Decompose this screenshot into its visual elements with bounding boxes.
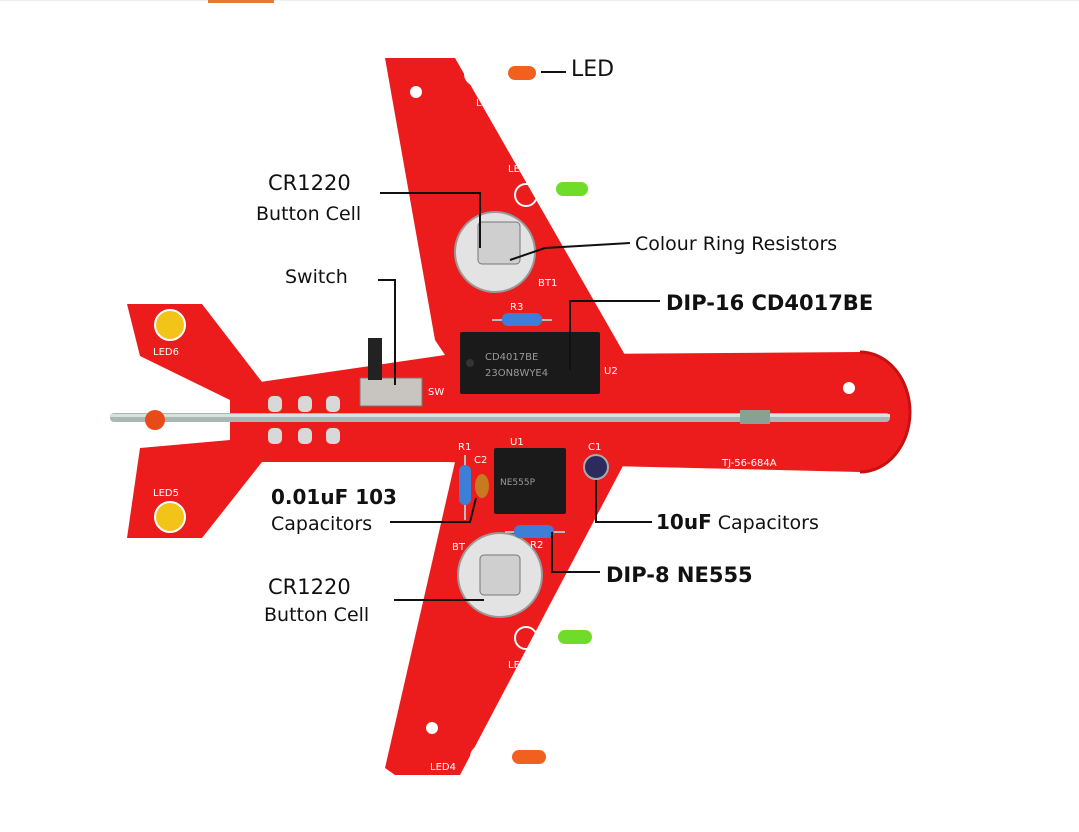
pcb-bottom-wing (385, 462, 625, 775)
label-cap103-2: Capacitors (271, 513, 372, 535)
silk-u1: U1 (510, 437, 524, 448)
silk-c1: C1 (588, 442, 601, 453)
label-10uf-value: 10uF (656, 510, 712, 534)
silk-bt: BT (452, 542, 466, 553)
led2: LED2 (508, 164, 588, 207)
dip8-chip: NE555P U1 (494, 437, 566, 514)
silk-led6: LED6 (153, 347, 179, 358)
battery-holder-top: BT1 (454, 211, 557, 293)
led3: LED3 (508, 626, 592, 671)
label-cap103-1: 0.01uF 103 (271, 485, 397, 509)
chip16-marking-1: CD4017BE (485, 352, 538, 363)
silk-led4: LED4 (430, 762, 456, 773)
silk-r3: R3 (510, 302, 523, 313)
top-rule (0, 0, 1079, 1)
label-dip8: DIP-8 NE555 (606, 563, 753, 587)
silk-led5: LED5 (153, 488, 179, 499)
silk-c2: C2 (474, 455, 487, 466)
pcb-tail-top (127, 304, 262, 400)
silk-u2: U2 (604, 366, 618, 377)
label-cr1220-top-1: CR1220 (268, 171, 351, 195)
led1: LED1 (464, 62, 536, 109)
capacitor-c2: C2 (474, 455, 489, 498)
silk-bt1: BT1 (538, 278, 557, 289)
dip16-chip: CD4017BE 23ON8WYE4 U2 (460, 332, 618, 394)
led5: LED5 (153, 488, 186, 533)
slide-switch: SW (359, 338, 444, 407)
wire-pads (268, 396, 340, 444)
label-led: LED (571, 57, 614, 82)
resistor-r2: R2 (505, 525, 565, 551)
led6: LED6 (153, 309, 186, 358)
mount-hole (426, 722, 438, 734)
mount-hole (843, 382, 855, 394)
capacitor-c1: C1 (583, 442, 609, 480)
pcb-tail-bottom (127, 440, 262, 538)
chip8-marking: NE555P (500, 478, 536, 488)
led4: LED4 (430, 745, 546, 773)
label-cr1220-bottom-1: CR1220 (268, 575, 351, 599)
chip16-marking-2: 23ON8WYE4 (485, 368, 548, 379)
label-cr1220-top-2: Button Cell (256, 203, 361, 225)
accent-bar (208, 0, 274, 3)
callout-labels: LED CR1220 Button Cell Colour Ring Resis… (256, 57, 873, 626)
pcb-top-wing (385, 58, 625, 355)
silk-led1: LED1 (476, 98, 502, 109)
silk-led3: LED3 (508, 660, 534, 671)
silk-sw: SW (428, 387, 444, 398)
label-colour-ring-resistors: Colour Ring Resistors (635, 233, 837, 255)
silk-led2: LED2 (508, 164, 534, 175)
battery-holder-bottom: BT (452, 532, 543, 618)
leader-lines (378, 71, 660, 601)
label-dip16: DIP-16 CD4017BE (666, 291, 873, 315)
spindle-rod (110, 410, 890, 430)
label-cr1220-bottom-2: Button Cell (264, 604, 369, 626)
label-switch: Switch (285, 266, 348, 288)
silk-r1: R1 (458, 442, 471, 453)
resistor-r1: R1 (458, 442, 471, 520)
label-10uf-word: Capacitors (718, 512, 819, 534)
mount-hole (410, 86, 422, 98)
silk-board-code: TJ-56-684A (721, 458, 777, 469)
resistor-r3: R3 (492, 302, 552, 326)
label-10uf: 10uF Capacitors (656, 510, 819, 534)
silk-r2: R2 (530, 540, 543, 551)
